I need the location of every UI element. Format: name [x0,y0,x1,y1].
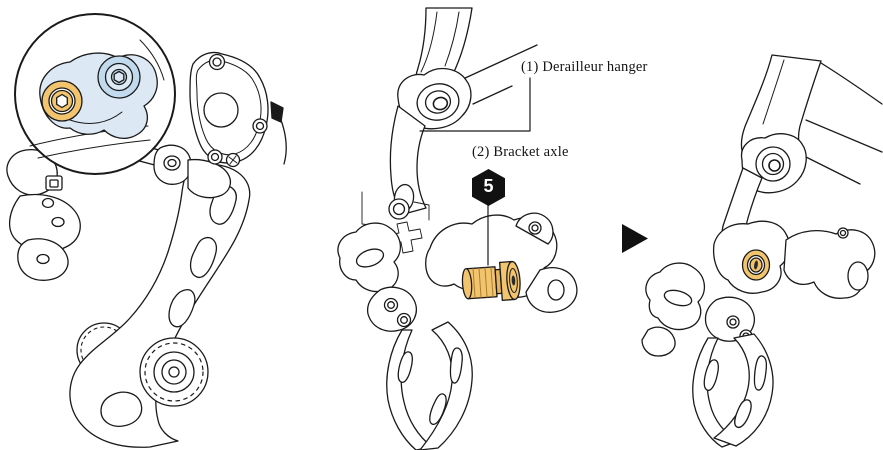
clutch-cover-plate [189,51,287,168]
installed-bracket-axle [741,249,771,281]
step-number: 5 [483,176,494,196]
hanger-alignment-illustration [337,7,578,450]
next-step-arrow-icon [622,224,648,253]
derailleur-hanger-label: (1) Derailleur hanger [521,59,648,75]
magnifier-inset [14,13,176,175]
bracket-axle-label: (2) Bracket axle [472,144,569,160]
tension-pulley [139,337,209,407]
rear-derailleur-detail-illustration [6,13,287,448]
bracket-axle-highlight [41,80,83,122]
cage-plate [69,163,251,448]
bracket-axle-part [461,260,521,301]
derailleur-installed-illustration [641,54,883,448]
pivot-bolt-highlight [97,55,141,99]
step-number-badge: 5 [472,169,505,206]
hanger-leader-line [419,77,531,132]
